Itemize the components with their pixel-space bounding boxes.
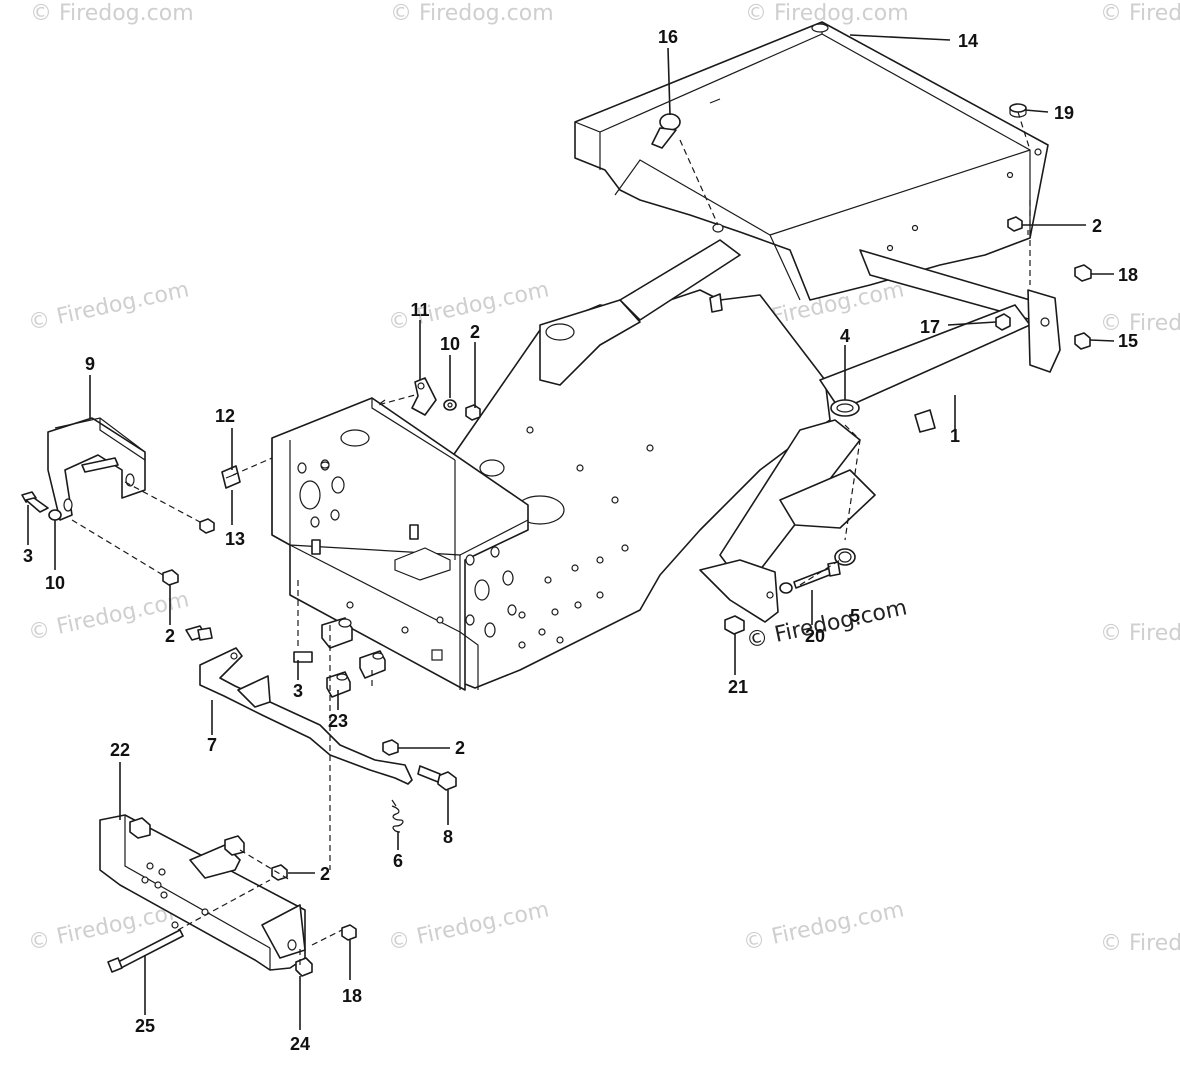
part-22-front-plate: [99, 814, 306, 971]
part-14-seat-pan: [574, 21, 1049, 301]
callout-17: 17: [920, 317, 940, 337]
part-18-nut-rear: [1074, 264, 1092, 282]
part-4-grommet: [830, 399, 860, 417]
callout-13: 13: [225, 529, 245, 549]
callout-22: 22: [110, 740, 130, 760]
callout-7: 7: [207, 735, 217, 755]
part-3-bolt-middle: [293, 651, 313, 663]
part-2-nut-c: [382, 739, 399, 756]
part-2-nut-clamp: [465, 404, 481, 421]
watermark: © Firedog.com: [745, 1, 909, 26]
callout-2: 2: [470, 322, 480, 342]
part-23-spacer-b: [359, 650, 386, 679]
callout-6: 6: [393, 851, 403, 871]
part-8-bolt: [417, 765, 457, 791]
callout-10: 10: [440, 334, 460, 354]
part-15-bolt: [1074, 332, 1091, 350]
callout-2: 2: [455, 738, 465, 758]
callout-11: 11: [410, 300, 429, 320]
part-16-knob: [651, 113, 681, 149]
callout-9: 9: [85, 354, 95, 374]
part-7-link-bar: [199, 647, 413, 785]
part-3-bolt-left: [21, 491, 49, 513]
callout-18: 18: [1118, 265, 1138, 285]
watermark: © Firedog.com: [386, 897, 551, 955]
part-2-nut-b: [162, 569, 179, 586]
callout-1: 1: [950, 426, 960, 446]
part-12-clip: [221, 465, 241, 489]
watermark: © Firedog.com: [1100, 621, 1180, 646]
watermark: © Firedog.com: [1100, 931, 1180, 956]
callout-23: 23: [328, 711, 348, 731]
part-23-spacer-a: [321, 617, 353, 649]
callout-8: 8: [443, 827, 453, 847]
part-10-washer: [443, 399, 457, 411]
callout-18: 18: [342, 986, 362, 1006]
callout-24: 24: [290, 1034, 310, 1054]
part-18-nut-front: [341, 924, 357, 941]
frame-side-holes: [518, 544, 629, 649]
callouts: 16 14 19 2 18 17 15 4 1 11 10 2 12 13 9 …: [23, 27, 1138, 1054]
part-9-bracket: [47, 417, 146, 521]
watermark: © Firedog.com: [26, 277, 191, 335]
callout-2: 2: [320, 864, 330, 884]
front-frame-box: [271, 397, 529, 691]
callout-2: 2: [1092, 216, 1102, 236]
part-5-ring: [834, 548, 856, 566]
watermark: © Firedog.com: [1100, 1, 1180, 26]
watermark: © Firedog.com: [390, 1, 554, 26]
callout-14: 14: [958, 31, 978, 51]
part-24-bolt: [295, 957, 313, 977]
part-1-main-frame: [449, 239, 1061, 689]
callout-5: 5: [850, 606, 860, 626]
part-2-nut-a: [199, 518, 215, 534]
watermark: © Firedog.com: [741, 897, 906, 955]
part-21-nut: [724, 582, 793, 635]
callout-20: 20: [805, 626, 825, 646]
part-25-long-bolt: [107, 929, 184, 973]
callout-3: 3: [23, 546, 33, 566]
part-2-nut-rear: [1007, 216, 1023, 232]
callout-12: 12: [215, 406, 235, 426]
leader-lines: [27, 34, 1115, 1030]
part-2-nut-d: [271, 864, 288, 881]
part-19-bumper: [1009, 103, 1027, 118]
callout-3: 3: [293, 681, 303, 701]
assembly-lines: [71, 111, 1031, 965]
callout-15: 15: [1118, 331, 1138, 351]
callout-16: 16: [658, 27, 678, 47]
watermark: © Firedog.com: [30, 1, 194, 26]
callout-10: 10: [45, 573, 65, 593]
callout-2: 2: [165, 626, 175, 646]
part-2-bolt-front-small: [185, 625, 213, 641]
part-6-spring: [391, 799, 404, 833]
watermark: © Firedog.com: [1100, 311, 1180, 336]
callout-19: 19: [1054, 103, 1074, 123]
callout-21: 21: [728, 677, 748, 697]
part-23-spacer-c: [326, 671, 351, 698]
callout-4: 4: [840, 326, 850, 346]
part-11-clamp: [411, 377, 437, 416]
part-17-bolt: [995, 313, 1011, 331]
part-10-washer-left: [48, 509, 62, 521]
callout-25: 25: [135, 1016, 155, 1036]
